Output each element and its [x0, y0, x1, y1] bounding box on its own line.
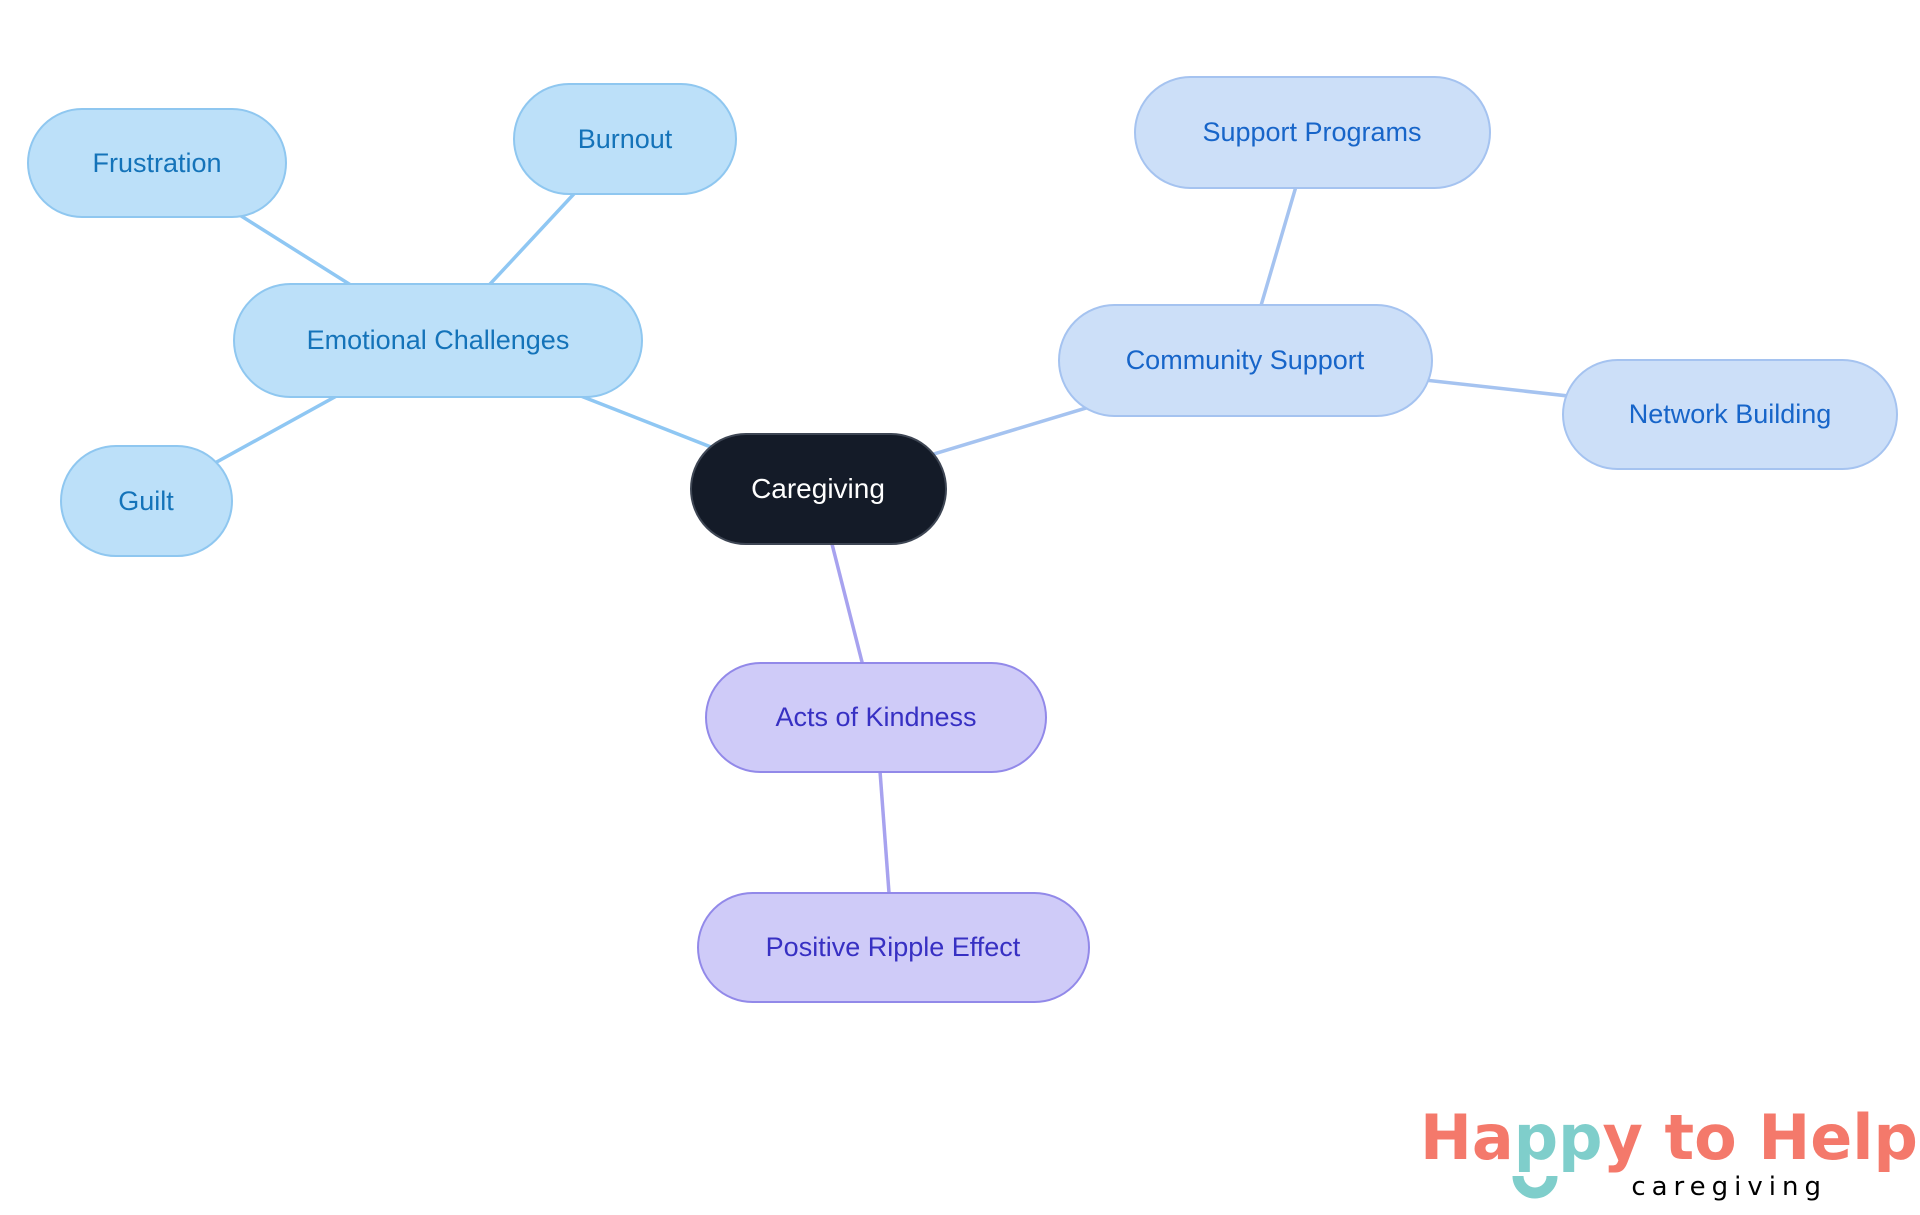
node-support-programs[interactable]: Support Programs: [1133, 75, 1491, 189]
logo-text-pp: pp: [1513, 1101, 1603, 1174]
logo-text-ha: Ha: [1420, 1101, 1514, 1174]
node-guilt[interactable]: Guilt: [59, 445, 233, 557]
logo-wordmark: Happy to Help: [1420, 1101, 1918, 1174]
node-emotional-challenges[interactable]: Emotional Challenges: [233, 282, 643, 398]
node-frustration[interactable]: Frustration: [27, 108, 287, 218]
node-network-building[interactable]: Network Building: [1562, 358, 1898, 470]
logo-tagline: caregiving: [1631, 1172, 1827, 1203]
brand-logo: Happy to Help caregiving: [1420, 1101, 1918, 1203]
node-burnout[interactable]: Burnout: [513, 83, 737, 195]
node-caregiving[interactable]: Caregiving: [689, 433, 947, 545]
node-community-support[interactable]: Community Support: [1057, 303, 1433, 417]
node-acts-of-kindness[interactable]: Acts of Kindness: [705, 661, 1047, 773]
node-positive-ripple-effect[interactable]: Positive Ripple Effect: [696, 891, 1090, 1003]
smile-icon: [1512, 1175, 1558, 1199]
logo-text-y: y: [1602, 1101, 1643, 1174]
logo-text-to-help: to Help: [1642, 1101, 1918, 1174]
